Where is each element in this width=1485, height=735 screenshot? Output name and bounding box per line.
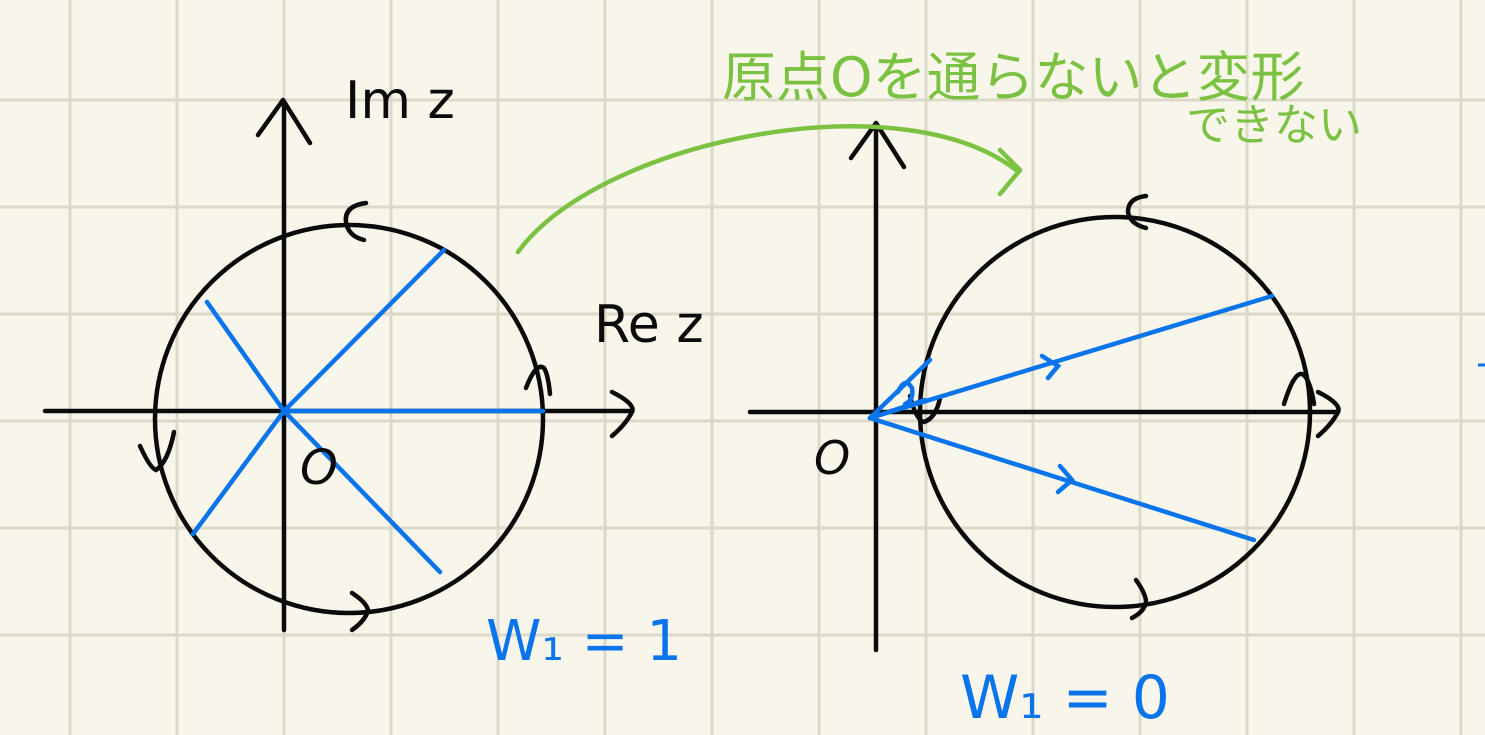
right-ray-group xyxy=(867,293,1275,543)
left-ray-lower-left xyxy=(190,408,287,537)
transformation-annotation: 原点Oを通らないと変形 できない xyxy=(515,46,1362,255)
right-ray-small-arc xyxy=(895,380,915,407)
left-origin-label: O xyxy=(300,440,338,496)
right-real-axis-arrowhead xyxy=(1315,389,1341,439)
left-contour-circle xyxy=(152,222,546,616)
left-direction-arrow-bottom xyxy=(349,590,371,633)
right-ray-upper xyxy=(867,293,1275,421)
left-direction-arrow-left xyxy=(137,429,177,473)
right-origin-label: O xyxy=(814,431,850,485)
right-imag-axis-arrowhead xyxy=(848,120,907,170)
left-real-axis-label: Re z xyxy=(594,295,704,355)
right-ray-short-lower xyxy=(867,397,928,421)
left-imag-axis-label: Im z xyxy=(345,71,455,131)
right-winding-label: W₁ = 0 xyxy=(960,663,1170,733)
right-direction-arrow-top xyxy=(1125,193,1149,231)
left-direction-arrow-top xyxy=(343,200,369,243)
left-ray-upper-left xyxy=(204,299,287,414)
annotation-line-1: 原点Oを通らないと変形 xyxy=(722,46,1305,109)
left-imag-axis-arrowhead xyxy=(255,97,313,146)
left-direction-arrow-right xyxy=(523,364,553,397)
left-ray-lower-right xyxy=(281,408,443,575)
transformation-arrow xyxy=(515,124,1019,255)
left-real-axis-arrowhead xyxy=(609,389,635,439)
right-contour-circle xyxy=(917,214,1313,610)
left-winding-label: W₁ = 1 xyxy=(486,609,682,674)
left-plot: Im z Re z O W₁ = 1 xyxy=(42,71,704,674)
right-ray-lower xyxy=(867,415,1257,543)
right-direction-arrow-left xyxy=(907,393,943,425)
left-ray-upper-right xyxy=(281,247,447,414)
right-plot: O W₁ = 0 xyxy=(747,120,1341,733)
right-direction-arrow-right xyxy=(1281,371,1317,407)
left-ray-group xyxy=(190,247,546,575)
right-ray-upper-arrow xyxy=(1039,353,1062,381)
right-direction-arrow-bottom xyxy=(1129,577,1149,621)
transformation-arrowhead xyxy=(997,147,1023,197)
annotation-line-2: できない xyxy=(1186,100,1362,151)
right-ray-lower-arrow xyxy=(1055,463,1076,495)
